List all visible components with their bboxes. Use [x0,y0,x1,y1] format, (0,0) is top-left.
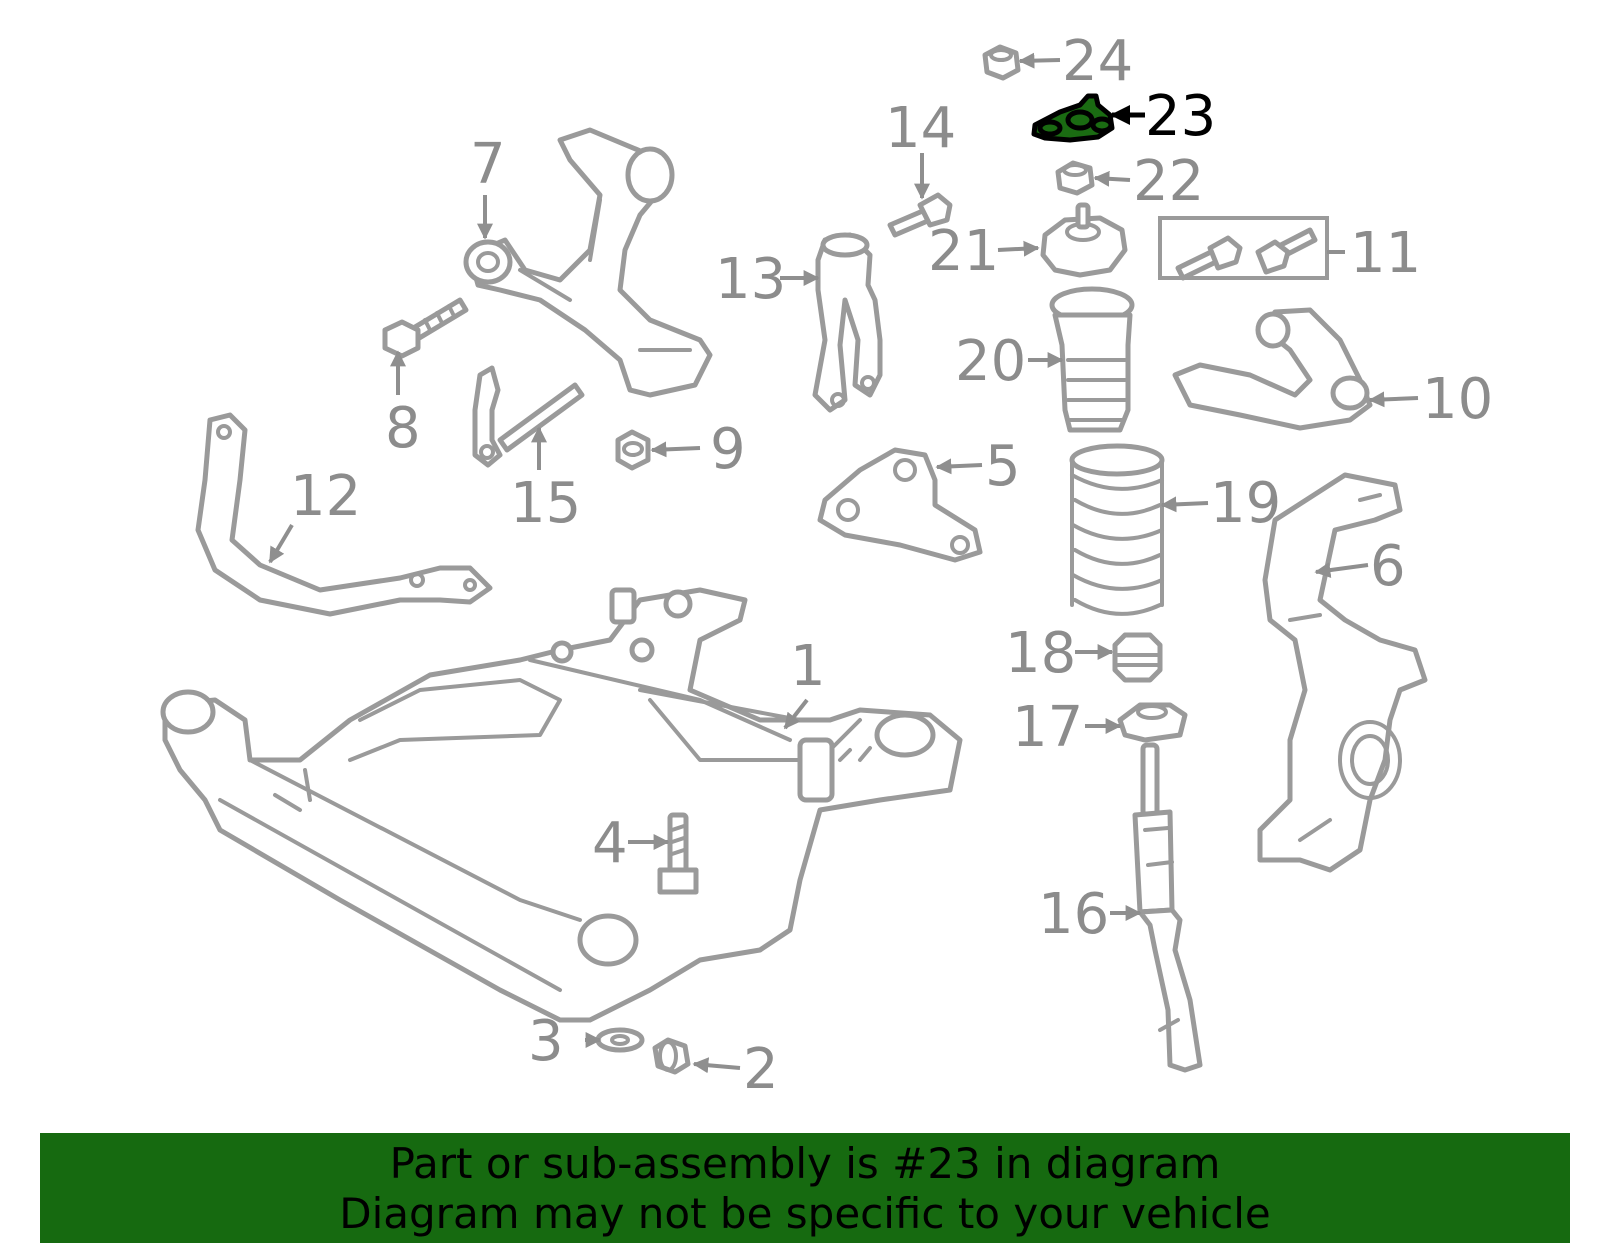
callout-22: 22 [1133,149,1204,214]
callout-13: 13 [715,247,786,312]
part-12-stabilizer-bar[interactable] [195,412,493,617]
callout-5: 5 [985,434,1021,499]
callout-8: 8 [385,396,421,461]
part-6-steering-knuckle[interactable] [1257,472,1428,873]
callout-10: 10 [1422,367,1493,432]
part-13-bracket[interactable] [812,232,883,413]
callout-14: 14 [885,96,956,161]
callout-6: 6 [1370,534,1406,599]
callout-17: 17 [1012,695,1083,760]
callout-12: 12 [290,464,361,529]
callout-19: 19 [1210,471,1281,536]
part-21-upper-mount[interactable] [1040,202,1128,278]
part-10-upper-control-arm[interactable] [1172,307,1373,431]
part-1-subframe[interactable] [160,587,963,1023]
part-22-nut[interactable] [1055,160,1095,196]
callout-3: 3 [528,1009,564,1074]
callout-7: 7 [470,132,506,197]
part-8-bolt[interactable] [382,297,469,359]
callout-9: 9 [710,417,746,482]
callout-11: 11 [1350,221,1421,286]
part-15-link[interactable] [472,365,585,468]
part-19-coil-spring[interactable] [1069,443,1165,616]
part-17-mount[interactable] [1117,702,1188,743]
callout-23: 23 [1145,84,1216,149]
part-4-bolt[interactable] [657,812,699,895]
banner-line-1: Part or sub-assembly is #23 in diagram [389,1139,1221,1188]
part-9-nut[interactable] [615,429,651,471]
part-23-highlighted[interactable] [1031,93,1115,143]
part-14-bolt[interactable] [887,192,953,238]
callout-16: 16 [1038,882,1109,947]
info-banner: Part or sub-assembly is #23 in diagram D… [40,1133,1570,1243]
part-18-bump-stop[interactable] [1112,632,1163,683]
part-5-bracket[interactable] [817,447,983,563]
callout-4: 4 [592,811,628,876]
part-11-bolt-set[interactable] [1158,216,1329,281]
callout-15: 15 [510,471,581,536]
part-20-dust-boot[interactable] [1049,286,1135,433]
leader-arrows [268,52,1419,1074]
part-16-strut[interactable] [1132,742,1203,1073]
callout-labels: 1 2 3 4 5 6 7 8 9 10 11 12 13 14 15 16 1… [290,29,1493,1102]
callout-20: 20 [955,329,1026,394]
banner-line-2: Diagram may not be specific to your vehi… [339,1189,1271,1238]
part-2-nut[interactable] [652,1037,691,1075]
part-24-nut[interactable] [982,44,1021,81]
callout-2: 2 [743,1037,779,1102]
callout-1: 1 [790,634,826,699]
callout-18: 18 [1005,621,1076,686]
callout-21: 21 [928,219,999,284]
callout-24: 24 [1062,29,1133,94]
part-7-lower-control-arm[interactable] [463,127,713,398]
part-3-washer[interactable] [595,1027,645,1053]
